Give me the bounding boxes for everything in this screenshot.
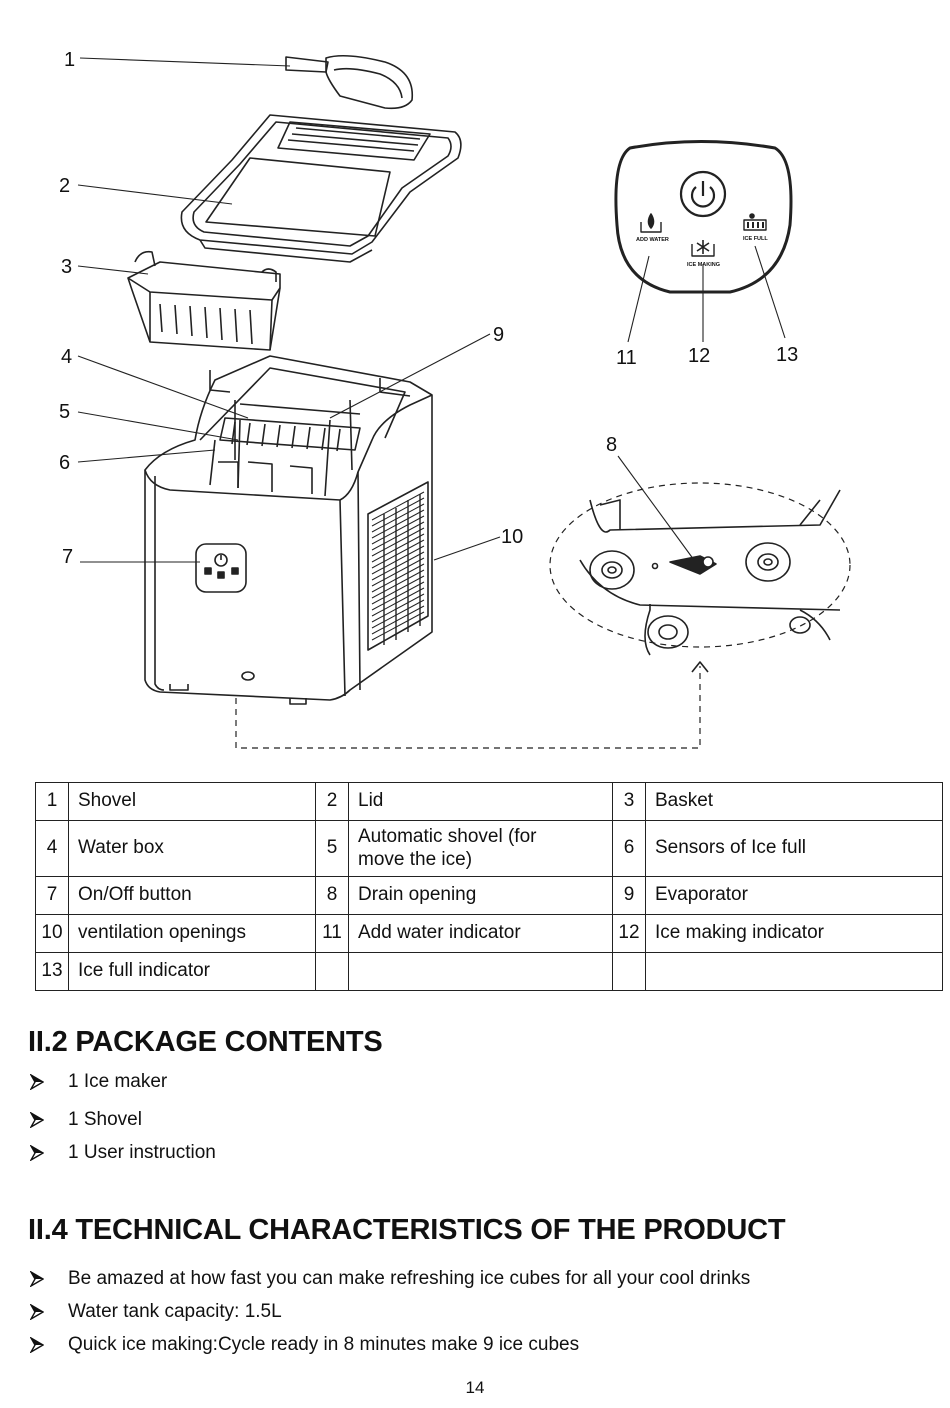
part-number: 2 <box>315 782 349 821</box>
panel-add-water-label: ADD WATER <box>636 237 669 243</box>
part-label: On/Off button <box>68 876 316 915</box>
list-item: Quick ice making:Cycle ready in 8 minute… <box>30 1334 750 1367</box>
package-contents-list: 1 Ice maker 1 Shovel 1 User instruction <box>30 1071 216 1175</box>
product-diagram: 1 2 3 4 5 6 7 8 9 10 11 12 13 ADD WATER … <box>59 49 851 749</box>
callout-12: 12 <box>688 345 710 367</box>
part-number: 13 <box>35 952 69 991</box>
leader-lines <box>77 57 786 563</box>
list-item-text: 1 User instruction <box>68 1142 216 1163</box>
arrow-bullet-icon <box>30 1112 44 1128</box>
bottom-view-drawing <box>579 489 841 656</box>
list-item-text: Quick ice making:Cycle ready in 8 minute… <box>68 1334 580 1355</box>
part-label: Sensors of Ice full <box>645 820 943 877</box>
callout-9: 9 <box>493 324 504 346</box>
callout-1: 1 <box>64 49 75 71</box>
parts-table: 1 Shovel 2 Lid 3 Basket 4 Water box 5 Au… <box>35 782 943 991</box>
small-control-panel-drawing <box>195 543 247 593</box>
table-row: 13 Ice full indicator <box>35 952 943 991</box>
part-label: Shovel <box>68 782 316 821</box>
arrow-bullet-icon <box>30 1271 44 1287</box>
arrow-bullet-icon <box>30 1337 44 1353</box>
callout-13: 13 <box>776 344 798 366</box>
list-item: Water tank capacity: 1.5L <box>30 1301 750 1334</box>
table-row: 4 Water box 5 Automatic shovel (for move… <box>35 820 943 877</box>
part-number: 12 <box>612 914 646 953</box>
callout-7: 7 <box>62 546 73 568</box>
part-number: 10 <box>35 914 69 953</box>
part-label: Drain opening <box>348 876 613 915</box>
part-number: 9 <box>612 876 646 915</box>
arrow-head <box>691 661 709 673</box>
technical-characteristics-heading: II.4 TECHNICAL CHARACTERISTICS OF THE PR… <box>28 1214 786 1246</box>
panel-ice-making-label: ICE MAKING <box>687 262 720 268</box>
page-number: 14 <box>465 1378 485 1397</box>
ventilation-grille-drawing <box>371 491 425 645</box>
callout-8: 8 <box>606 434 617 456</box>
part-label <box>348 952 613 991</box>
part-label: Basket <box>645 782 943 821</box>
part-number: 6 <box>612 820 646 877</box>
ice-maker-body-drawing <box>144 355 433 705</box>
list-item-text: Water tank capacity: 1.5L <box>68 1301 282 1322</box>
part-label: ventilation openings <box>68 914 316 953</box>
part-number <box>315 952 349 991</box>
basket-drawing <box>127 250 281 351</box>
part-label: Automatic shovel (for move the ice) <box>348 820 613 877</box>
part-label: Ice full indicator <box>68 952 316 991</box>
part-number: 5 <box>315 820 349 877</box>
part-number: 8 <box>315 876 349 915</box>
part-number: 7 <box>35 876 69 915</box>
part-label: Water box <box>68 820 316 877</box>
part-number: 4 <box>35 820 69 877</box>
technical-characteristics-list: Be amazed at how fast you can make refre… <box>30 1268 750 1367</box>
shovel-drawing <box>285 54 414 110</box>
lid-drawing <box>180 114 462 263</box>
list-item: Be amazed at how fast you can make refre… <box>30 1268 750 1301</box>
callout-6: 6 <box>59 452 70 474</box>
package-contents-heading: II.2 PACKAGE CONTENTS <box>28 1026 383 1058</box>
part-number <box>612 952 646 991</box>
callout-2: 2 <box>59 175 70 197</box>
part-label: Ice making indicator <box>645 914 943 953</box>
part-label <box>645 952 943 991</box>
panel-ice-full-label: ICE FULL <box>743 236 768 242</box>
part-label: Add water indicator <box>348 914 613 953</box>
part-number: 1 <box>35 782 69 821</box>
list-item: 1 User instruction <box>30 1142 216 1175</box>
list-item-text: 1 Ice maker <box>68 1071 168 1092</box>
callout-4: 4 <box>61 346 72 368</box>
part-label: Evaporator <box>645 876 943 915</box>
list-item: 1 Shovel <box>30 1109 216 1142</box>
arrow-bullet-icon <box>30 1145 44 1161</box>
arrow-bullet-icon <box>30 1304 44 1320</box>
list-item-text: Be amazed at how fast you can make refre… <box>68 1268 751 1289</box>
table-row: 7 On/Off button 8 Drain opening 9 Evapor… <box>35 876 943 915</box>
arrow-bullet-icon <box>30 1074 44 1090</box>
large-control-panel-drawing <box>614 140 793 294</box>
part-number: 11 <box>315 914 349 953</box>
list-item-text: 1 Shovel <box>68 1109 142 1130</box>
callout-11: 11 <box>616 347 637 369</box>
callout-5: 5 <box>59 401 70 423</box>
list-item: 1 Ice maker <box>30 1071 216 1109</box>
callout-10: 10 <box>501 526 523 548</box>
dashed-connector <box>235 482 851 749</box>
part-label: Lid <box>348 782 613 821</box>
table-row: 10 ventilation openings 11 Add water ind… <box>35 914 943 953</box>
part-number: 3 <box>612 782 646 821</box>
callout-3: 3 <box>61 256 72 278</box>
table-row: 1 Shovel 2 Lid 3 Basket <box>35 782 943 821</box>
